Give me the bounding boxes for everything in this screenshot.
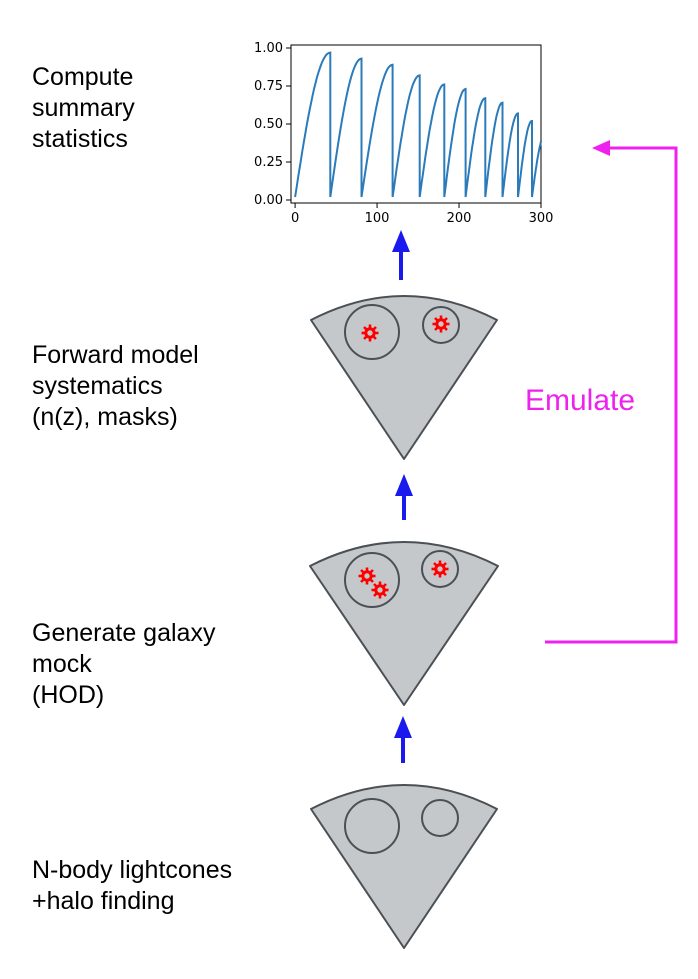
label-nbody-lightcones: N-body lightcones +halo finding [32,856,233,915]
y-tick-label: 0.00 [254,193,283,208]
label-forward-model-systematics: Forward model systematics (n(z), masks) [32,341,199,431]
arrow-to-galaxy-mock [394,716,412,763]
x-tick-label: 300 [529,211,554,226]
halo-small [422,306,460,344]
x-tick-label: 200 [447,211,472,226]
y-tick-label: 0.75 [254,79,283,94]
summary-statistics-chart: 0.00 0.25 0.50 0.75 1.00 0 100 200 300 [254,41,553,226]
arrow-to-chart [392,230,410,280]
halo-large [344,304,400,360]
chart-series-line [294,51,542,198]
lightcone-nbody [310,784,498,949]
y-tick-label: 0.50 [254,117,283,132]
emulate-arrow [545,140,678,644]
y-tick-label: 1.00 [254,41,283,56]
label-compute-summary-statistics: Compute summary statistics [32,63,135,153]
lightcone-galaxy-mock [309,541,499,706]
lightcone-forward-model [310,295,498,460]
label-generate-galaxy-mock: Generate galaxy mock (HOD) [32,619,216,709]
x-tick-label: 100 [365,211,390,226]
label-emulate: Emulate [525,384,636,417]
halo-small [421,799,459,837]
halo-large [344,552,400,608]
halo-small [421,550,459,588]
y-tick-label: 0.25 [254,155,283,170]
halo-large [344,798,400,854]
chart-ticks: 0.00 0.25 0.50 0.75 1.00 0 100 200 300 [254,41,553,226]
arrow-to-forward-model [395,474,413,520]
x-tick-label: 0 [291,211,299,226]
